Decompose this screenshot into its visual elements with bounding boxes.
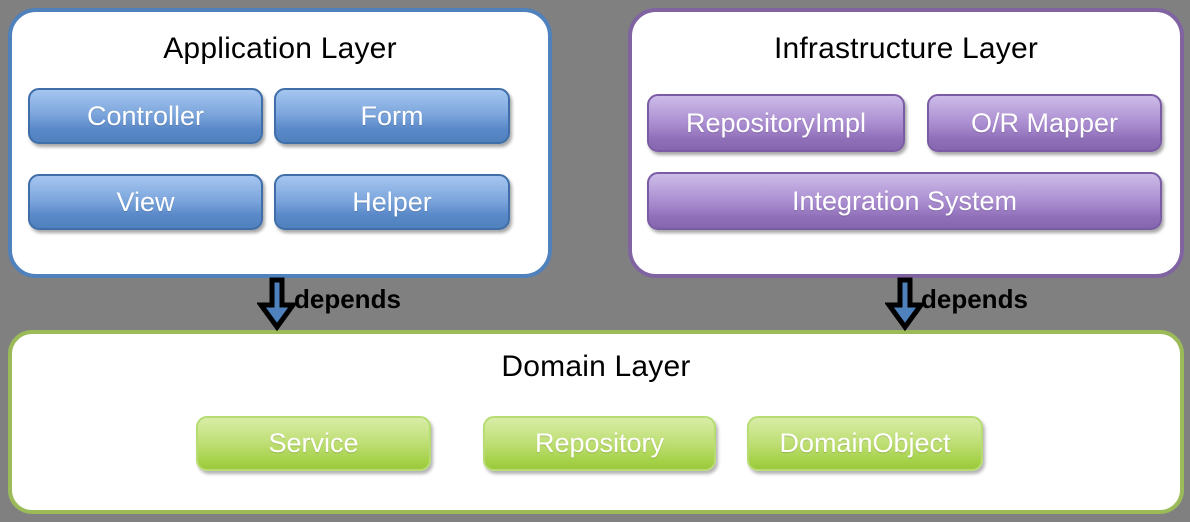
application-layer-box: Application Layer Controller Form View H…	[8, 8, 552, 278]
node-controller: Controller	[28, 88, 263, 144]
node-helper: Helper	[274, 174, 510, 230]
domain-layer-box: Domain Layer Service Repository DomainOb…	[8, 330, 1184, 514]
domain-layer-title: Domain Layer	[501, 350, 691, 383]
depends-arrow-icon	[257, 277, 297, 331]
depends-arrow-icon	[885, 277, 925, 331]
depends-label-infrastructure: depends	[921, 284, 1028, 314]
node-form: Form	[274, 88, 510, 144]
node-view: View	[28, 174, 263, 230]
node-or-mapper: O/R Mapper	[927, 94, 1162, 152]
node-repository: Repository	[483, 416, 716, 471]
application-layer-title: Application Layer	[163, 32, 397, 65]
infrastructure-layer-title: Infrastructure Layer	[773, 32, 1039, 65]
depends-label-application: depends	[294, 284, 401, 314]
node-repositoryimpl: RepositoryImpl	[647, 94, 905, 152]
node-domainobject: DomainObject	[747, 416, 983, 471]
infrastructure-layer-box: Infrastructure Layer RepositoryImpl O/R …	[628, 8, 1184, 278]
node-integration-system: Integration System	[647, 172, 1162, 230]
node-service: Service	[196, 416, 431, 471]
